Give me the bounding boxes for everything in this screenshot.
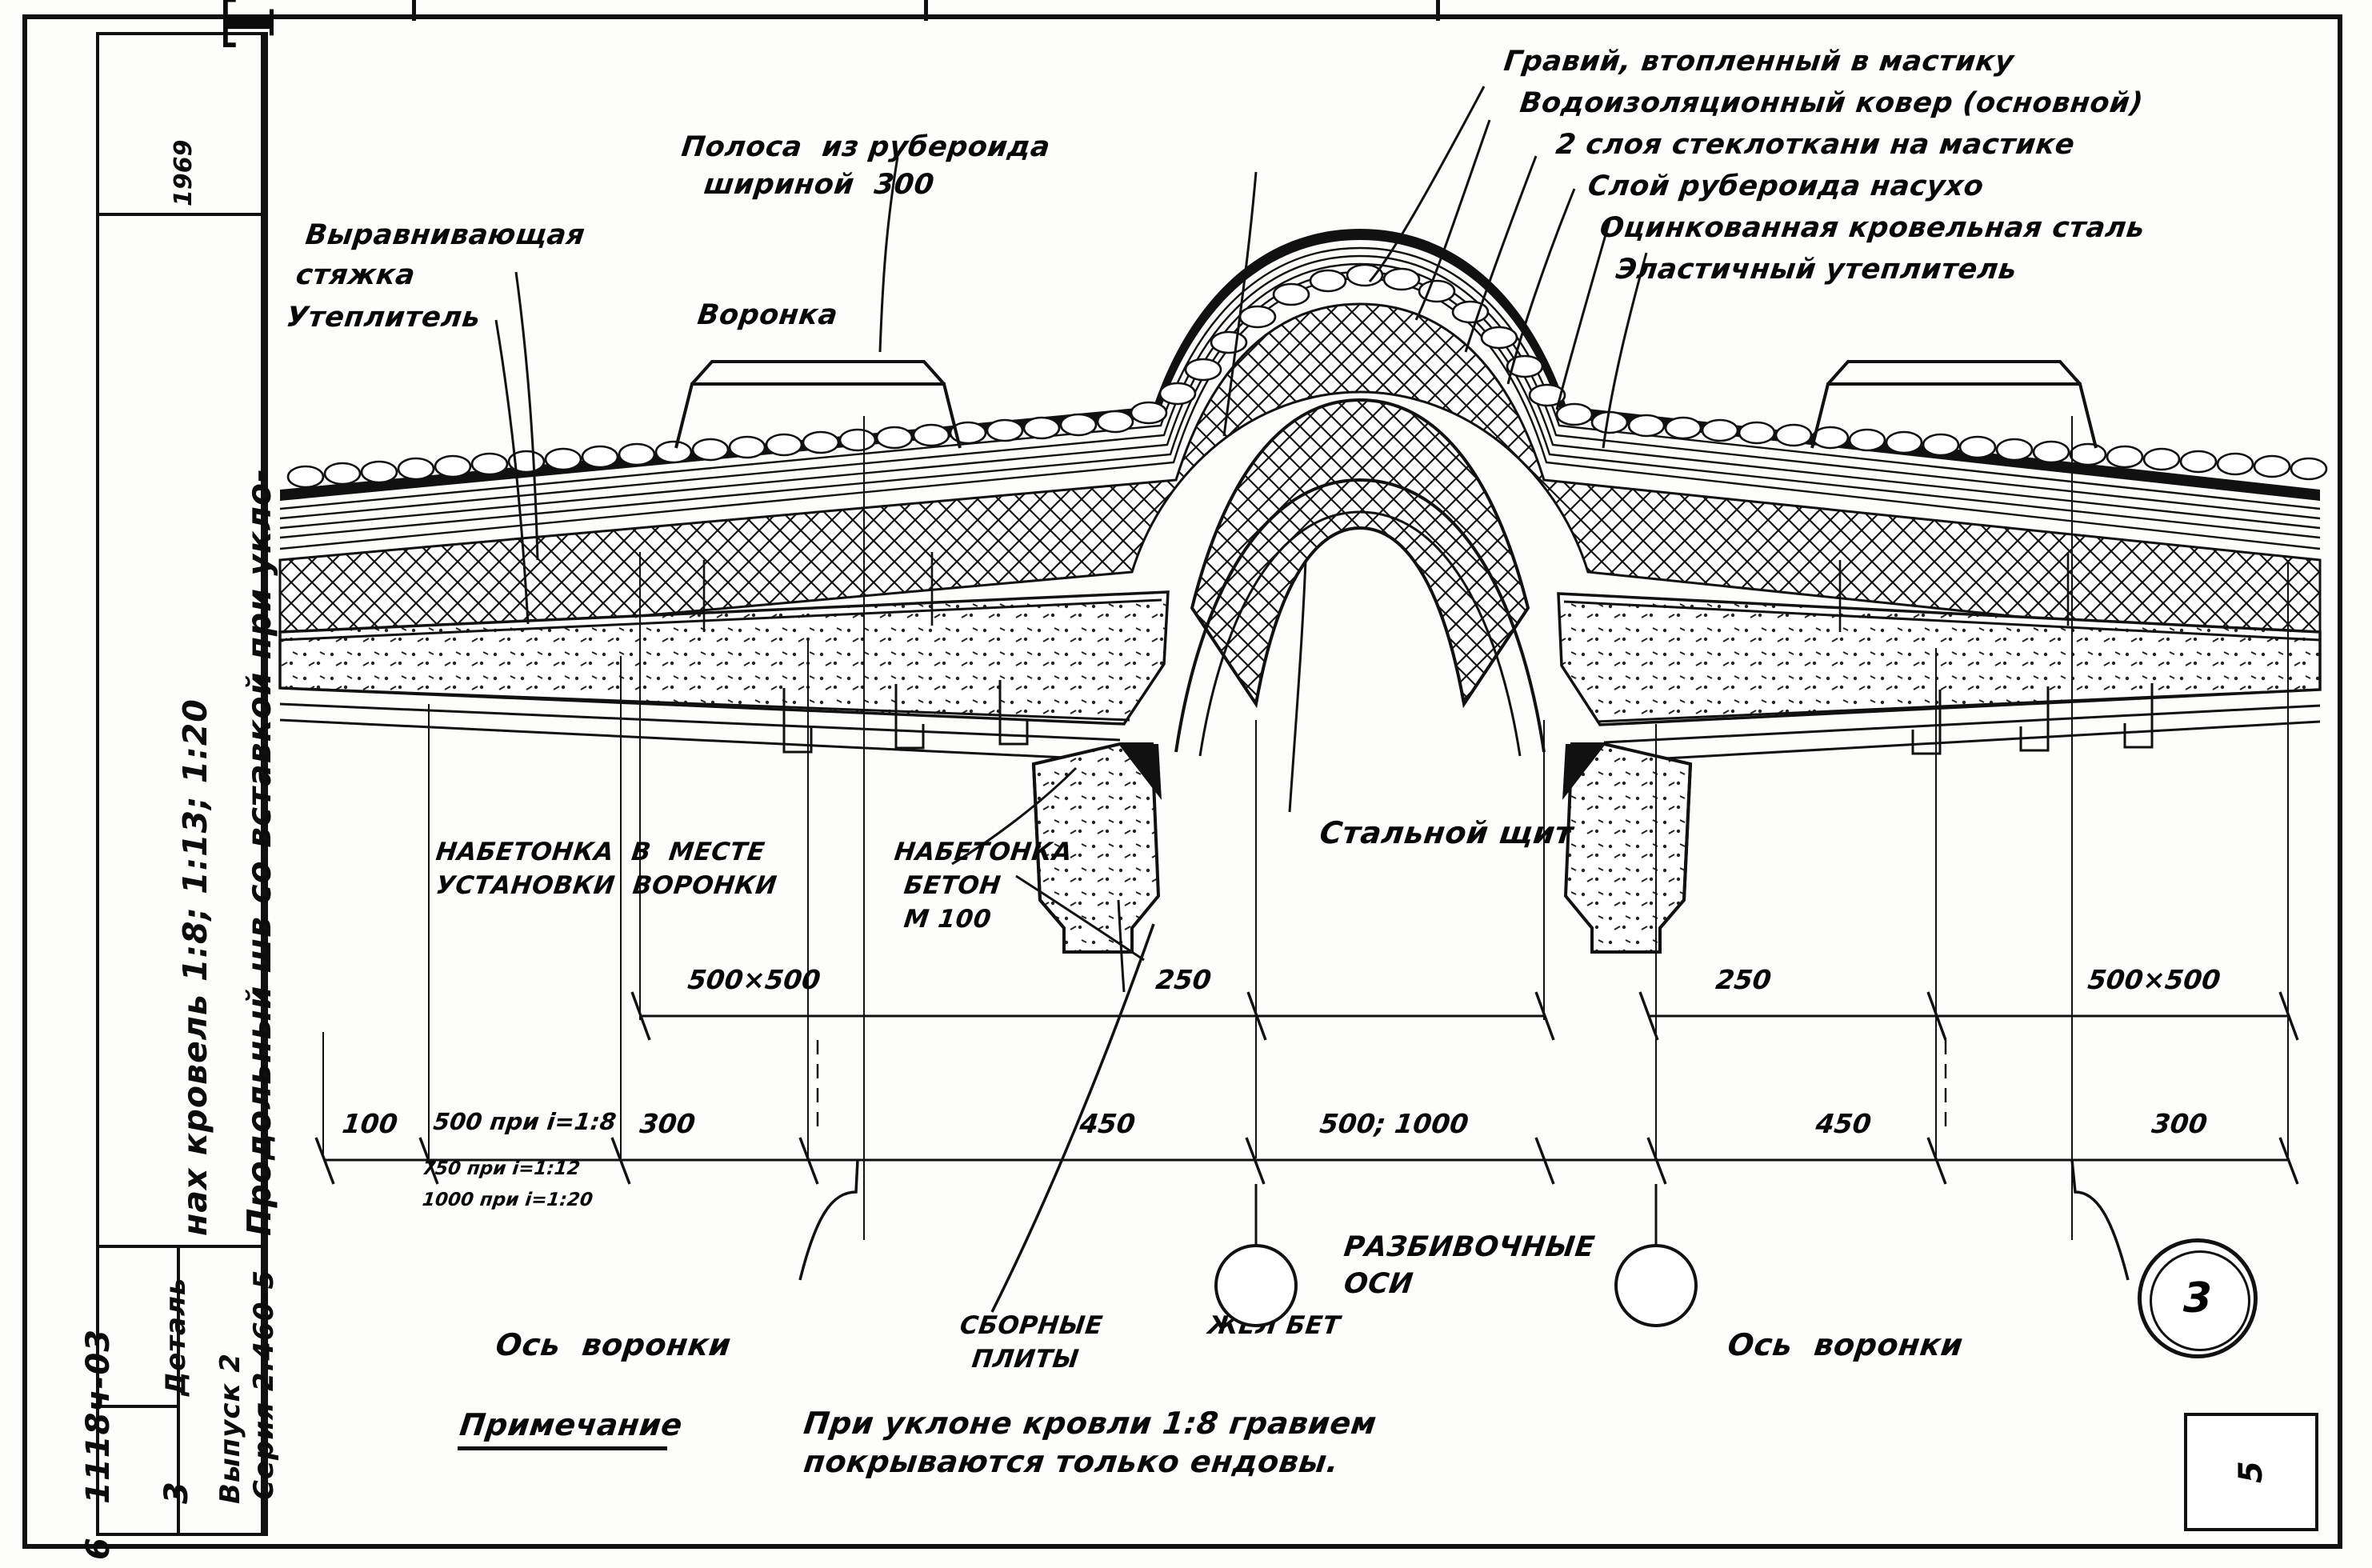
callout-funnel-axis-right: Ось воронки — [1726, 1327, 1966, 1362]
logo-tda-text: ТДП — [210, 0, 290, 48]
dim-500x500-left: 500×500 — [686, 964, 822, 995]
titleblock-series-label: Серия 2.460-5 — [248, 1269, 280, 1500]
top-tick-2 — [924, 0, 928, 21]
callout-insulation: Утеплитель — [284, 302, 482, 334]
callout-elastic-insulation: Эластичный утеплитель — [1614, 254, 2019, 286]
page-number-text: 5 — [2233, 1461, 2270, 1483]
dim-100: 100 — [340, 1108, 400, 1139]
callout-concrete-at-funnel-line1: НАБЕТОНКА В МЕСТЕ — [434, 838, 767, 866]
dim-750-i112: 750 при i=1:12 — [421, 1158, 582, 1179]
detail-number-stamp-inner-ring — [2150, 1250, 2250, 1351]
note-label-underline — [458, 1446, 667, 1450]
drawing-area-border — [264, 32, 2332, 1536]
dim-500-1000: 500; 1000 — [1318, 1108, 1470, 1139]
callout-galvanized-steel: Оцинкованная кровельная сталь — [1598, 212, 2147, 244]
callout-precast-slabs-line1: СБОРНЫЕ — [958, 1311, 1105, 1340]
titleblock-title-line1: Продольный шв со вставкой при укло- — [240, 467, 278, 1236]
titleblock-title-cell — [96, 216, 264, 1248]
drawing-number: 1118ч-03 — [80, 1328, 117, 1504]
dim-250-left: 250 — [1154, 964, 1214, 995]
dim-500-i18: 500 при i=1:8 — [431, 1108, 618, 1135]
callout-leveling-screed-line2: стяжка — [294, 259, 418, 291]
callout-funnel-axis-left: Ось воронки — [494, 1327, 734, 1362]
logo-year-text: 1969 — [170, 139, 198, 207]
dim-300-right: 300 — [2150, 1108, 2210, 1139]
callout-leveling-screed-line1: Выравнивающая — [303, 219, 587, 251]
axis-circle-right — [1614, 1244, 1698, 1327]
titleblock-detail-value-cell — [96, 1408, 180, 1536]
dim-250-right: 250 — [1714, 964, 1774, 995]
detail-number-stamp: 3 — [2138, 1238, 2258, 1358]
callout-precast-slabs-line2: ПЛИТЫ — [970, 1345, 1081, 1374]
titleblock-issue-label: Выпуск 2 — [214, 1352, 246, 1504]
callout-concrete-grade-line2: БЕТОН — [902, 871, 1003, 900]
dim-450-right: 450 — [1814, 1108, 1874, 1139]
top-tick-3 — [1436, 0, 1440, 21]
logo-tda: ТДП 1969 — [96, 0, 290, 216]
titleblock-series-cell — [180, 1248, 264, 1536]
callout-layout-axes-line1: РАЗБИВОЧНЫЕ — [1342, 1231, 1597, 1263]
axis-circle-left — [1214, 1244, 1298, 1327]
page-number-box: 5 — [2184, 1413, 2318, 1531]
sheet-border — [22, 14, 2342, 1549]
callout-roofing-strip-line1: Полоса из рубероида — [679, 131, 1052, 163]
dim-500x500-right: 500×500 — [2086, 964, 2222, 995]
callout-gravel: Гравий, втопленный в мастику — [1502, 46, 2016, 78]
note-label: Примечание — [458, 1407, 685, 1442]
callout-roofing-strip-line2: шириной 300 — [702, 169, 936, 201]
note-line1: При уклоне кровли 1:8 гравием — [802, 1406, 1379, 1441]
callout-steel-shield: Стальной щит — [1318, 815, 1576, 850]
titleblock-detail-cell — [96, 1248, 180, 1408]
callout-concrete-at-funnel-line2: УСТАНОВКИ ВОРОНКИ — [434, 871, 779, 900]
callout-concrete-grade-line1: НАБЕТОНКА — [892, 838, 1074, 866]
sheet-count: 6 — [80, 1537, 117, 1560]
callout-concrete-grade-line3: М 100 — [902, 905, 994, 934]
callout-funnel: Воронка — [695, 299, 840, 331]
callout-dry-roofing-felt: Слой рубероида насухо — [1586, 170, 1986, 202]
dim-300-left: 300 — [638, 1108, 698, 1139]
titleblock-title-line2: нах кровель 1:8; 1:13; 1:20 — [176, 698, 214, 1236]
dim-1000-i120: 1000 при i=1:20 — [421, 1190, 594, 1210]
note-line2: покрываются только ендовы. — [802, 1444, 1342, 1479]
dim-450-left: 450 — [1078, 1108, 1138, 1139]
callout-waterproof-carpet: Водоизоляционный ковер (основной) — [1518, 87, 2146, 119]
callout-fiberglass-layers: 2 слоя стеклоткани на мастике — [1554, 129, 2077, 161]
titleblock-logo-cell — [96, 32, 264, 216]
callout-layout-axes-line2: ОСИ — [1342, 1268, 1415, 1300]
detail-number-stamp-text: 3 — [2182, 1274, 2213, 1322]
top-tick-1 — [412, 0, 416, 21]
